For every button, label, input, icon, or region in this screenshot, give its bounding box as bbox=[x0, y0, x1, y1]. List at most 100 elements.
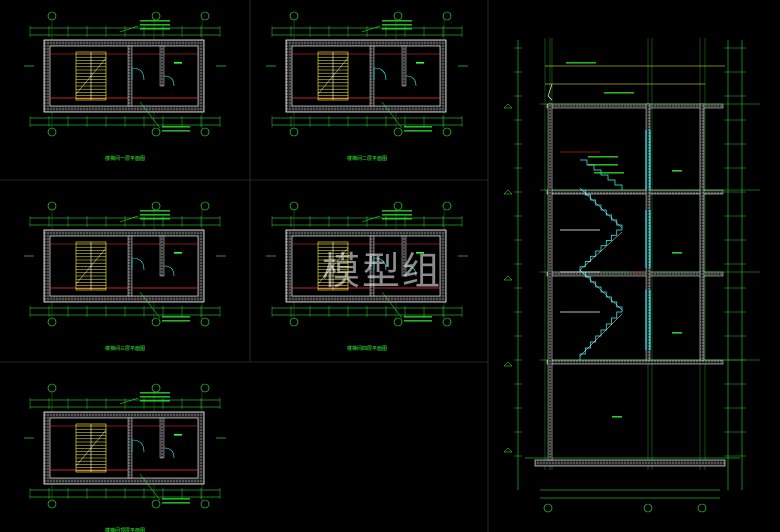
room-label-stub bbox=[174, 434, 182, 436]
plan-title: 楼梯间三层平面图 bbox=[105, 345, 145, 352]
door-swing bbox=[131, 439, 145, 453]
note-text-stub bbox=[604, 92, 634, 94]
axis-bubble bbox=[151, 499, 161, 509]
axis-bubble bbox=[393, 317, 403, 327]
axis-bubble bbox=[151, 11, 161, 21]
partition-wall bbox=[127, 45, 133, 107]
leader-line bbox=[119, 397, 139, 405]
floor-slab bbox=[546, 103, 724, 109]
floor-plan-2: 楼梯间二层平面图 bbox=[266, 11, 468, 162]
note-text-stub bbox=[140, 28, 170, 30]
stair-flight bbox=[75, 423, 107, 473]
note-text-stub bbox=[382, 210, 412, 212]
partition-wall bbox=[159, 235, 165, 277]
note-text-stub bbox=[162, 502, 190, 504]
stair-flight bbox=[75, 51, 107, 101]
axis-bubble bbox=[643, 503, 653, 513]
handrail bbox=[579, 231, 623, 271]
note-text-stub bbox=[162, 498, 190, 500]
axis-bubble bbox=[393, 127, 403, 137]
stair-break-line bbox=[75, 247, 107, 285]
axis-bubble bbox=[200, 383, 210, 393]
level-mark bbox=[503, 361, 513, 367]
partition-wall bbox=[401, 235, 407, 277]
level-mark bbox=[503, 447, 513, 453]
note-text-stub bbox=[382, 28, 412, 30]
axis-bubble bbox=[151, 127, 161, 137]
leader-line bbox=[361, 215, 381, 223]
door-swing bbox=[163, 265, 175, 277]
interior bbox=[49, 45, 199, 107]
stair-section bbox=[503, 38, 760, 513]
door-swing bbox=[131, 67, 145, 81]
partition-wall bbox=[369, 45, 375, 107]
leader-line bbox=[361, 25, 381, 33]
leader-line bbox=[119, 215, 139, 223]
stair-run bbox=[580, 271, 623, 312]
axis-bubble bbox=[442, 11, 452, 21]
axis-bubble bbox=[393, 11, 403, 21]
note-text-stub bbox=[566, 62, 596, 64]
door-swing bbox=[405, 75, 417, 87]
note-text-stub bbox=[140, 20, 170, 22]
note-text-stub bbox=[162, 316, 190, 318]
note-text-stub bbox=[404, 320, 432, 322]
axis-bubble bbox=[442, 201, 452, 211]
level-mark bbox=[503, 275, 513, 281]
room-label-stub bbox=[174, 252, 182, 254]
stair-flight bbox=[317, 51, 349, 101]
section-wall bbox=[699, 103, 705, 361]
partition-wall bbox=[159, 417, 165, 459]
door-swing bbox=[163, 447, 175, 459]
floor-plan-5: 楼梯间顶层平面图 bbox=[24, 383, 226, 532]
door-swing bbox=[373, 257, 387, 271]
floor-plan-1: 楼梯间一层平面图 bbox=[24, 11, 226, 162]
watermark: 模型组 bbox=[322, 249, 443, 293]
stair-break-line bbox=[317, 57, 349, 95]
stair-run bbox=[580, 159, 623, 190]
level-mark bbox=[503, 103, 513, 109]
room-label-stub bbox=[416, 252, 424, 254]
handrail bbox=[579, 187, 623, 229]
note-text-stub bbox=[140, 218, 170, 220]
door-swing bbox=[131, 257, 145, 271]
note-text-stub bbox=[404, 126, 432, 128]
plan-title: 楼梯间一层平面图 bbox=[105, 155, 145, 162]
note-text-stub bbox=[140, 392, 170, 394]
partition-wall bbox=[159, 45, 165, 87]
stair-flight bbox=[317, 241, 349, 291]
level-mark bbox=[503, 189, 513, 195]
note-text-stub bbox=[382, 20, 412, 22]
axis-bubble bbox=[200, 499, 210, 509]
room-label-stub bbox=[174, 62, 182, 64]
note-text-stub bbox=[162, 130, 190, 132]
room-label-stub bbox=[416, 62, 424, 64]
partition-wall bbox=[127, 417, 133, 479]
partition-wall bbox=[401, 45, 407, 87]
stair-run bbox=[580, 189, 623, 230]
plan-title: 楼梯间二层平面图 bbox=[347, 155, 387, 162]
leader-line bbox=[119, 25, 139, 33]
note-text-stub bbox=[382, 214, 412, 216]
leader-line bbox=[139, 291, 161, 319]
partition-wall bbox=[127, 235, 133, 297]
axis-bubble bbox=[543, 503, 553, 513]
room-label-stub bbox=[672, 252, 682, 254]
floor-slab bbox=[546, 271, 724, 277]
door-swing bbox=[405, 265, 417, 277]
interior bbox=[291, 235, 441, 297]
interior bbox=[49, 417, 199, 479]
handrail bbox=[579, 313, 623, 357]
note-text-stub bbox=[594, 172, 624, 174]
note-text-stub bbox=[382, 24, 412, 26]
door-swing bbox=[373, 67, 387, 81]
floor-slab bbox=[546, 189, 724, 195]
axis-bubble bbox=[200, 317, 210, 327]
note-text-stub bbox=[382, 218, 412, 220]
axis-bubble bbox=[442, 127, 452, 137]
leader-line bbox=[139, 101, 161, 129]
parapet bbox=[547, 83, 553, 101]
note-text-stub bbox=[404, 130, 432, 132]
